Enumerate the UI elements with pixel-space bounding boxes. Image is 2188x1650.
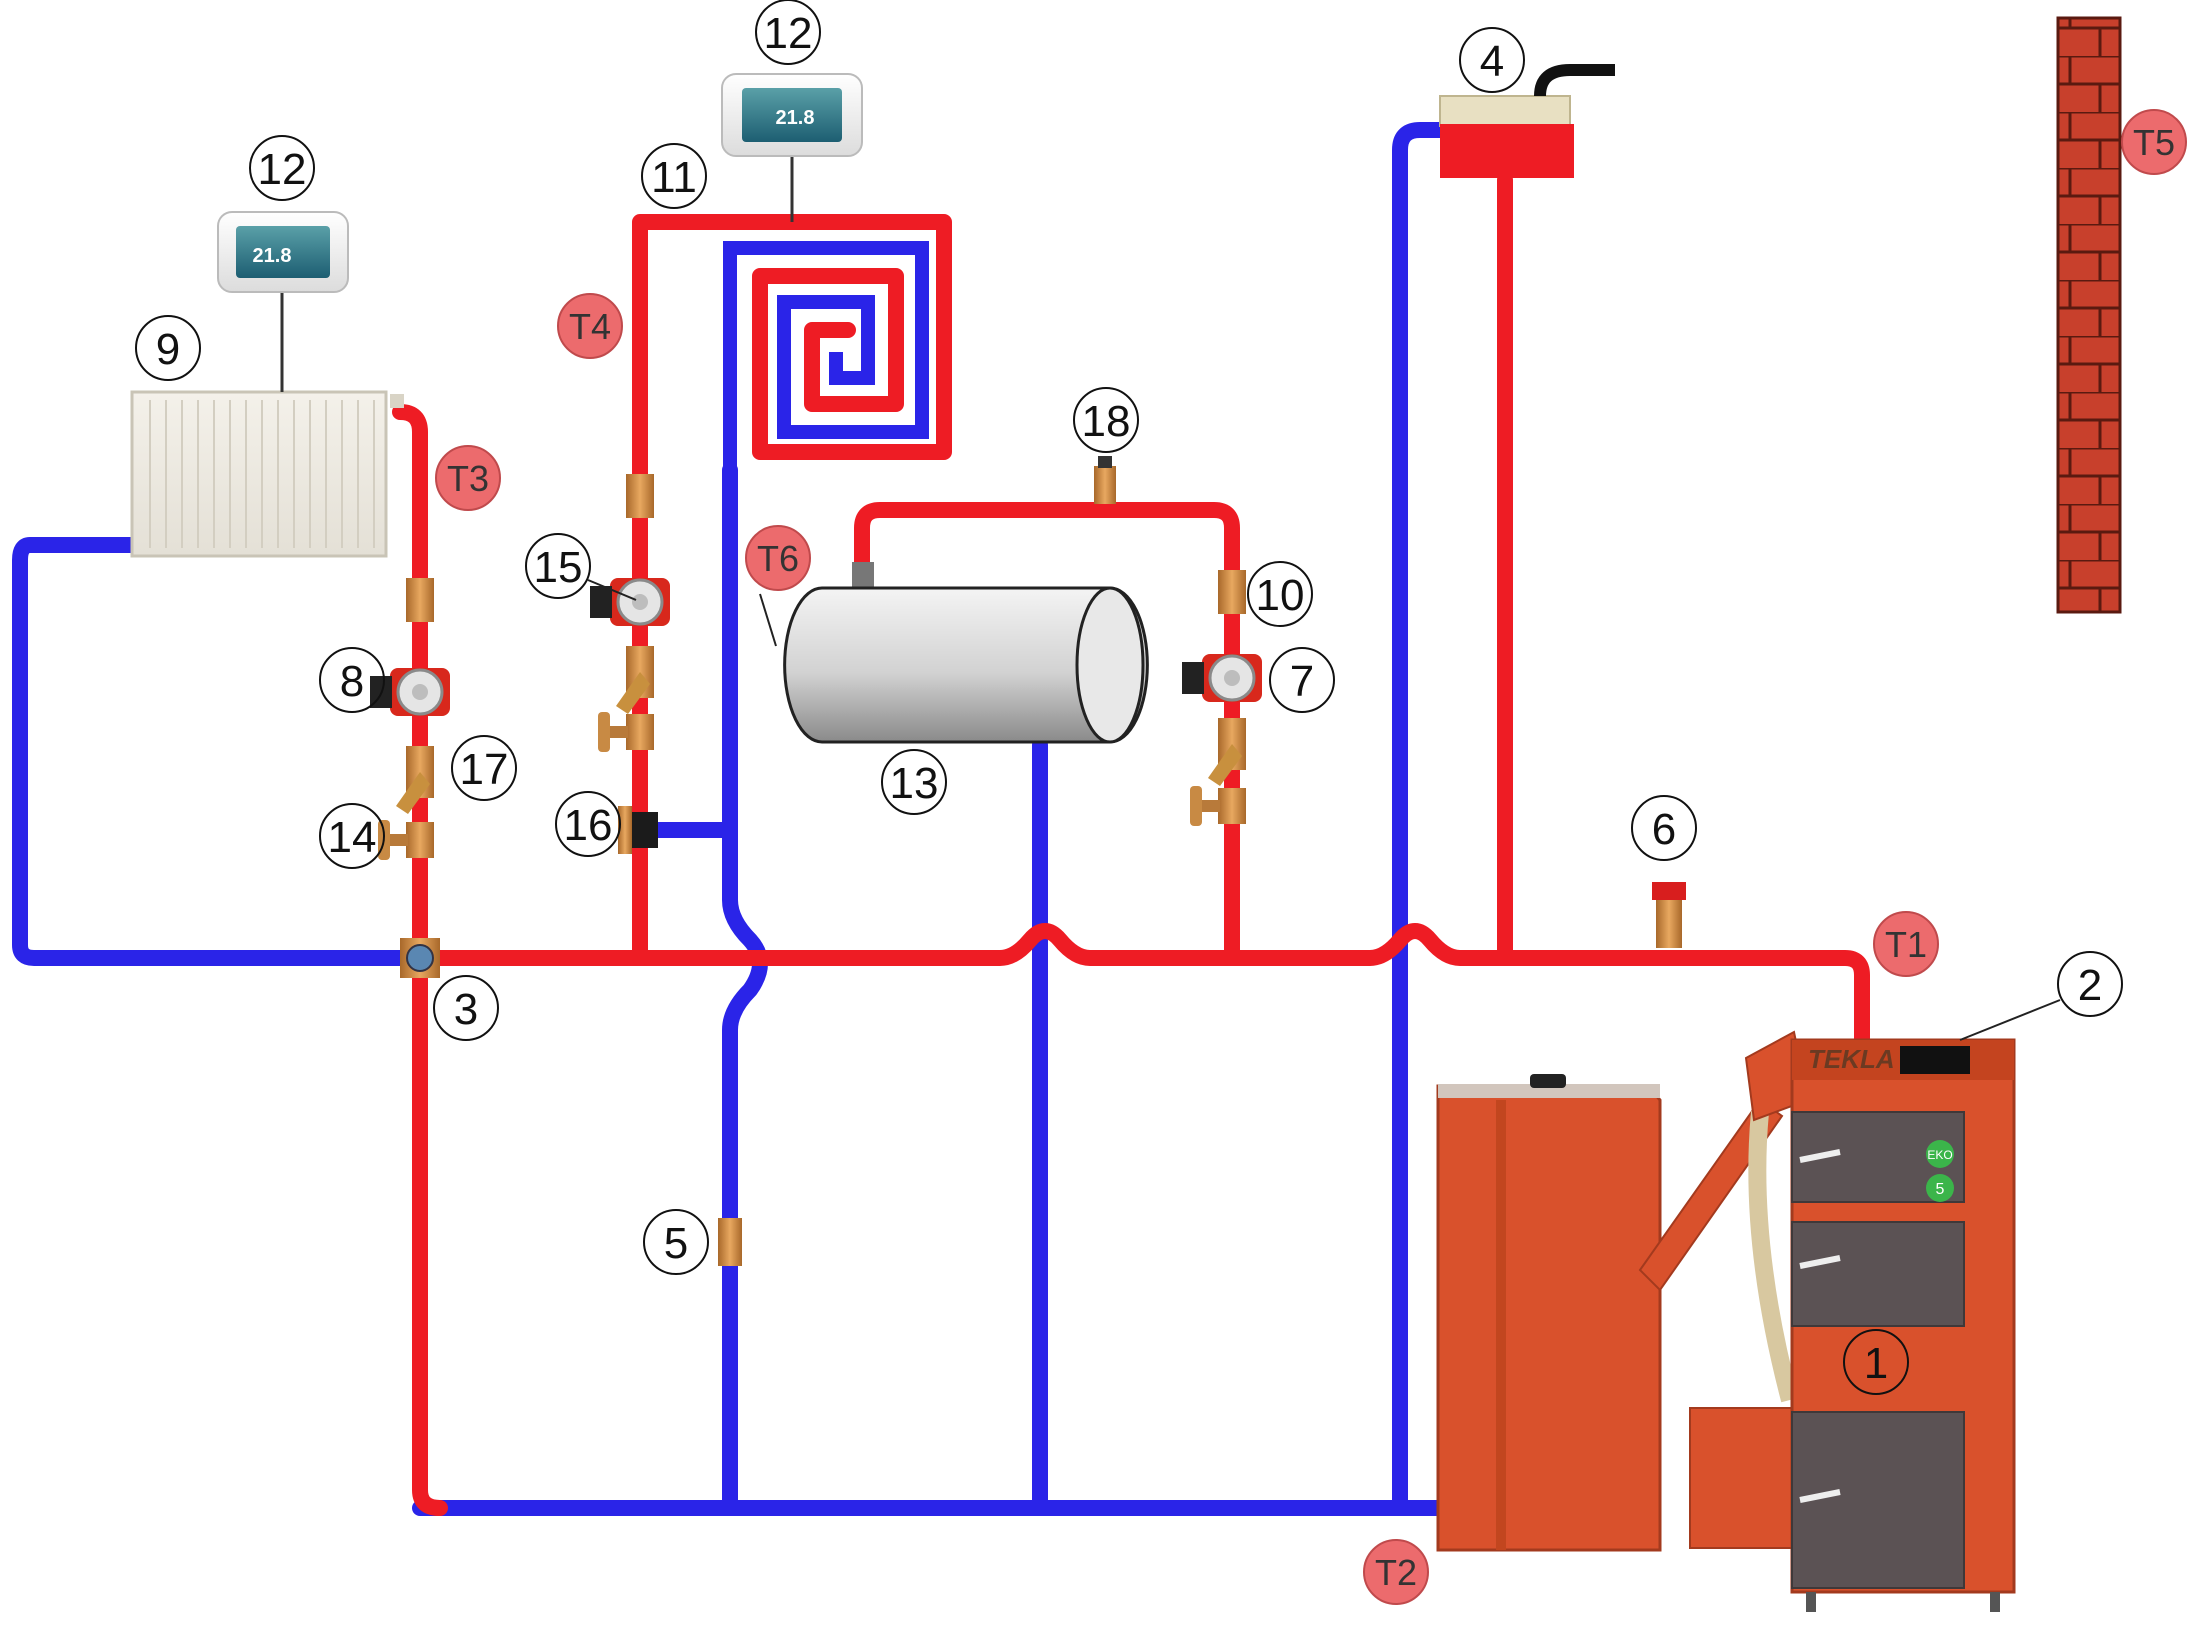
- svg-text:11: 11: [651, 153, 697, 202]
- radiator-valve: [378, 820, 434, 860]
- sensor-t2: T2: [1363, 1539, 1429, 1605]
- floor-strainer: [616, 646, 654, 714]
- label-18: 18: [1073, 387, 1139, 453]
- tank-valve: [1190, 786, 1246, 826]
- label-12-left: 12: [249, 135, 315, 201]
- svg-text:T5: T5: [2133, 122, 2175, 163]
- return-pipes: [12, 122, 1448, 1516]
- svg-text:T1: T1: [1885, 924, 1927, 965]
- leader-lines: [587, 579, 2061, 1041]
- svg-text:2: 2: [2078, 961, 2102, 1010]
- supply-pipes: [392, 172, 1870, 1516]
- svg-text:6: 6: [1652, 805, 1676, 854]
- svg-text:T6: T6: [757, 538, 799, 579]
- svg-text:12: 12: [258, 145, 307, 194]
- label-12-top: 12: [755, 0, 821, 65]
- svg-text:17: 17: [460, 745, 509, 794]
- boiler-badge-eko: EKO: [1927, 1148, 1952, 1162]
- label-3: 3: [433, 975, 499, 1041]
- radiator-fitting: [406, 578, 434, 622]
- radiator: [130, 390, 404, 558]
- label-14: 14: [319, 803, 385, 869]
- label-1: 1: [1843, 1329, 1909, 1395]
- room-thermostat-left: 21.8: [217, 211, 349, 392]
- safety-valve: [1652, 882, 1686, 948]
- svg-text:14: 14: [328, 813, 377, 862]
- label-5: 5: [643, 1209, 709, 1275]
- air-vent: [1094, 456, 1116, 504]
- sensor-t1: T1: [1873, 911, 1939, 977]
- radiator-strainer: [396, 746, 434, 814]
- boiler-badge-class: 5: [1936, 1181, 1945, 1198]
- svg-text:T4: T4: [569, 306, 611, 347]
- svg-text:7: 7: [1290, 657, 1314, 706]
- svg-text:13: 13: [890, 759, 939, 808]
- label-7: 7: [1269, 647, 1335, 713]
- sensor-t6: T6: [745, 525, 811, 591]
- thermostat-reading: 21.8: [253, 245, 292, 267]
- boiler-brand: TEKLA: [1808, 1044, 1895, 1074]
- svg-text:T3: T3: [447, 458, 489, 499]
- floor-spiral-return: [723, 241, 929, 470]
- label-11: 11: [641, 143, 707, 209]
- label-10: 10: [1247, 561, 1313, 627]
- label-2: 2: [2057, 951, 2123, 1017]
- svg-text:1: 1: [1864, 1339, 1888, 1388]
- sensor-t5: T5: [2121, 109, 2187, 175]
- floor-valve: [598, 712, 654, 752]
- room-thermostat-top: 21.8: [721, 73, 863, 222]
- pellet-boiler: TEKLA EKO 5: [1436, 1030, 2016, 1612]
- label-9: 9: [135, 315, 201, 381]
- label-8: 8: [319, 647, 385, 713]
- label-15: 15: [525, 533, 591, 599]
- svg-text:3: 3: [454, 985, 478, 1034]
- svg-text:5: 5: [664, 1219, 688, 1268]
- label-16: 16: [555, 791, 621, 857]
- floor-fitting: [626, 474, 654, 518]
- svg-text:T2: T2: [1375, 1552, 1417, 1593]
- thermostat-reading: 21.8: [776, 107, 815, 129]
- floor-three-way-valve: [618, 806, 658, 854]
- sensor-t4: T4: [557, 293, 623, 359]
- tank-pump: [1180, 652, 1264, 704]
- svg-text:12: 12: [764, 9, 813, 58]
- svg-text:18: 18: [1082, 397, 1131, 446]
- tank-fitting: [1218, 570, 1246, 614]
- label-17: 17: [451, 735, 517, 801]
- chimney: [2056, 16, 2122, 614]
- return-fitting: [718, 1218, 742, 1266]
- sensor-tags: T1 T2 T3 T4 T5 T6: [435, 109, 2187, 1605]
- svg-text:16: 16: [564, 801, 613, 850]
- tank-strainer: [1208, 718, 1246, 786]
- mixing-valve: [400, 938, 440, 978]
- label-6: 6: [1631, 795, 1697, 861]
- label-13: 13: [881, 749, 947, 815]
- svg-text:15: 15: [534, 543, 583, 592]
- number-labels: 1 2 3 4 5 6 7 8 9 10 11 12 12 13 14 15 1…: [135, 0, 2123, 1395]
- svg-text:4: 4: [1480, 37, 1504, 86]
- expansion-tank: [1439, 64, 1615, 178]
- label-4: 4: [1459, 27, 1525, 93]
- svg-text:10: 10: [1256, 571, 1305, 620]
- hot-water-tank: [759, 562, 1149, 744]
- svg-text:9: 9: [156, 325, 180, 374]
- svg-text:8: 8: [340, 657, 364, 706]
- sensor-t3: T3: [435, 445, 501, 511]
